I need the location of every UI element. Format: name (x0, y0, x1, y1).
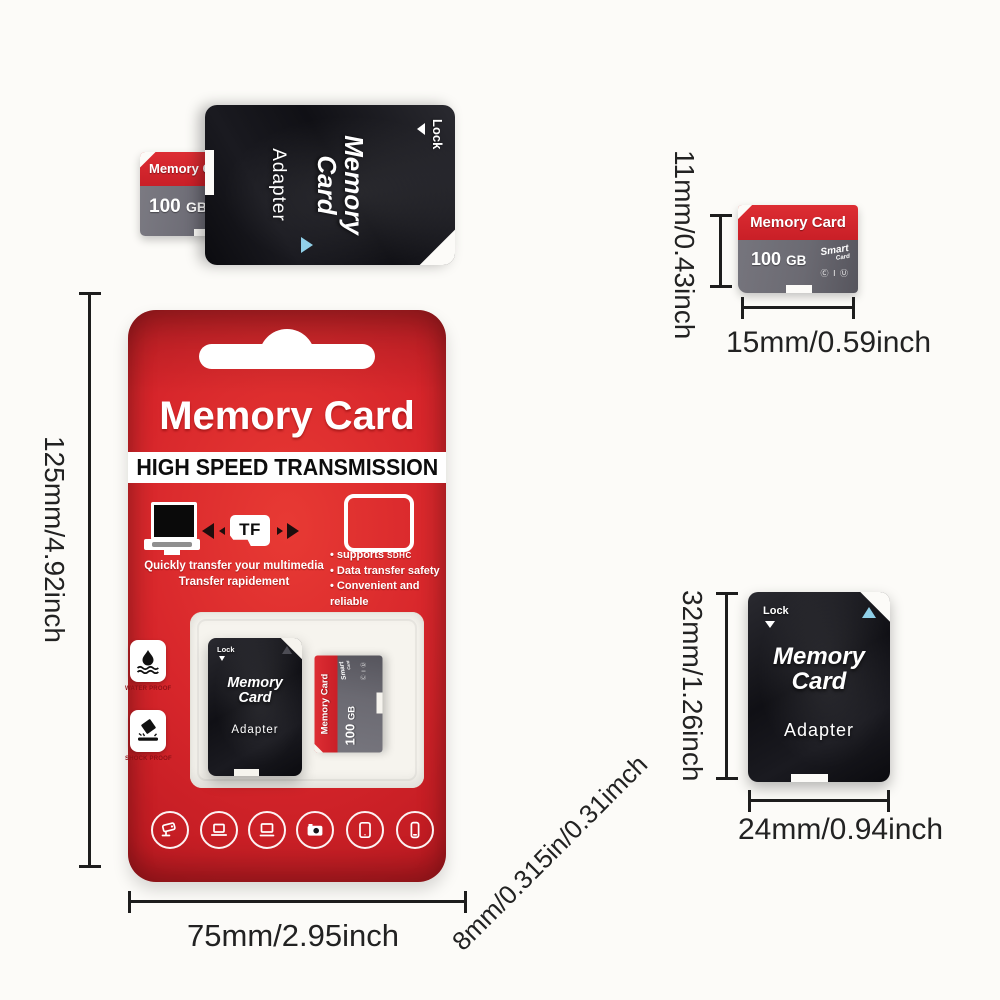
microsd-brand-label: Memory Card (750, 214, 846, 231)
corner-cut (314, 744, 323, 753)
laptop-screen (151, 502, 197, 540)
laptop-foot (164, 550, 180, 555)
microsd-brand-label: Memory Card (319, 673, 331, 735)
write-protect-triangle-icon (301, 237, 313, 253)
adapter-subtitle: Adapter (268, 148, 289, 222)
card-height-line (709, 214, 732, 288)
card-width-line (741, 296, 855, 319)
laptop-icon (144, 502, 200, 556)
microsd-body (337, 655, 383, 753)
adapter-subtitle: Adapter (231, 724, 279, 736)
waterproof-label: WATER PROOF (125, 686, 172, 692)
microsd-red-band: Memory Card (738, 205, 858, 240)
package-caption-fr: Transfer rapidement (178, 576, 290, 588)
waterproof-badge (130, 640, 166, 682)
laptop-circle-icon (200, 811, 238, 849)
arrow-right-icon (287, 523, 299, 539)
microsd-capacity: 100 GB (342, 705, 358, 746)
bullet-data-safety: Data transfer safety (330, 564, 446, 580)
adapter-notch (205, 149, 214, 195)
tablet-outline-icon (344, 494, 414, 552)
shockproof-label: SHOCK PROOF (125, 756, 172, 762)
adapter-width-dimension: 24mm/0.94inch (738, 813, 944, 846)
microsd-body (738, 240, 858, 293)
card-notch (376, 692, 383, 714)
card-width-dimension: 15mm/0.59inch (726, 326, 932, 359)
package-title: Memory Card (159, 394, 415, 438)
retail-package: Memory Card HIGH SPEED TRANSMISSION TF Q… (125, 310, 446, 882)
computer-circle-icon (248, 811, 286, 849)
write-protect-triangle-icon (862, 607, 876, 618)
lock-arrow-icon (219, 656, 225, 661)
corner-cut (419, 229, 455, 265)
microsd-capacity: 100 GB (149, 196, 207, 217)
arrow-left-icon (202, 523, 214, 539)
card-height-dimension: 11mm/0.43inch (669, 150, 700, 340)
package-banner: HIGH SPEED TRANSMISSION (128, 452, 446, 483)
microsd-red-band: Memory Card (314, 655, 338, 753)
corner-cut (280, 638, 302, 660)
camera-circle-icon (296, 811, 334, 849)
tf-card-icon: TF (230, 515, 270, 546)
microsd-capacity: 100 GB (751, 249, 807, 269)
write-protect-triangle-icon (282, 646, 292, 654)
package-height-line (78, 292, 101, 868)
adapter-notch (234, 769, 259, 776)
lock-arrow-icon (765, 621, 775, 628)
speed-class-icons: Ⓒ Ⅰ Ⓤ (361, 661, 368, 681)
lock-arrow-icon (417, 123, 425, 135)
adapter-height-dimension: 32mm/1.26inch (677, 589, 708, 782)
adapter-notch (790, 774, 828, 782)
card-notch (786, 285, 813, 293)
arrow-right-small-icon (277, 527, 283, 535)
arrow-left-small-icon (219, 527, 225, 535)
bullet-supports: supports SDHC (330, 548, 446, 564)
lock-label: Lock (430, 119, 445, 150)
tablet-circle-icon (346, 811, 384, 849)
water-drop-icon (136, 650, 159, 674)
cctv-camera-icon (151, 811, 189, 849)
laptop-keyboard (152, 542, 192, 547)
speed-class-icons: Ⓒ Ⅰ Ⓤ (820, 269, 849, 278)
corner-cut (860, 592, 890, 622)
package-width-dimension: 75mm/2.95inch (187, 918, 399, 953)
package-caption-en: Quickly transfer your multimedia (144, 560, 324, 572)
adapter-subtitle: Adapter (783, 720, 855, 740)
adapter-height-line (715, 592, 738, 780)
shock-impact-icon (138, 719, 158, 741)
bullet-reliable: Convenient and reliable (330, 579, 446, 610)
package-width-line (128, 890, 467, 913)
shockproof-badge (130, 710, 166, 752)
feature-bullets: supports SDHC Data transfer safety Conve… (330, 548, 446, 610)
lock-label: Lock (217, 645, 235, 654)
adapter-width-line (748, 789, 890, 812)
package-height-dimension: 125mm/4.92inch (39, 436, 70, 644)
hang-hole-slot (199, 344, 375, 369)
package-depth-dimension: 8mm/0.315in/0.31imch (446, 749, 654, 957)
smartphone-circle-icon (396, 811, 434, 849)
lock-label: Lock (763, 605, 789, 617)
